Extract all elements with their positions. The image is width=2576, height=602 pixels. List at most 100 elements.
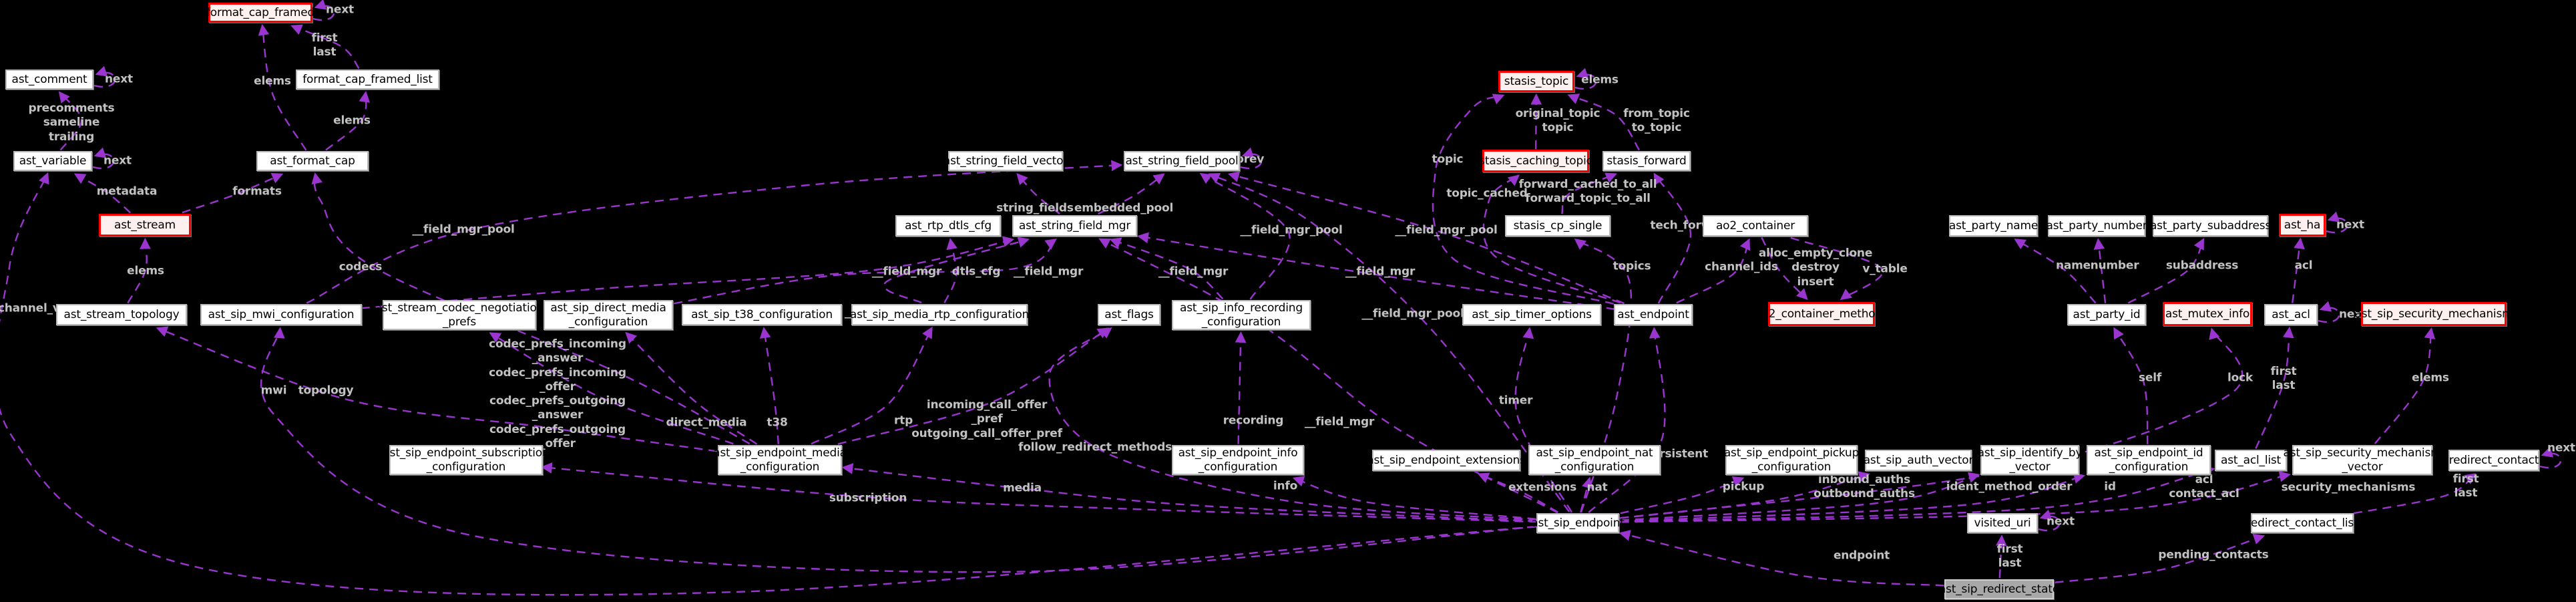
self-loop-ast_acl	[2318, 301, 2340, 323]
edge-label: next	[103, 154, 132, 168]
edge-label: alloc_empty_clone destroy insert	[1758, 247, 1873, 289]
self-loop-format_cap_framed	[312, 0, 335, 21]
node-ast_sip_endpoint_nat_configuration[interactable]: ast_sip_endpoint_nat _configuration	[1528, 445, 1661, 475]
edge-ast_sip_endpoint-to-ast_sip_endpoint_info_configuration	[1292, 476, 1536, 520]
edge-label: formats	[232, 184, 282, 198]
node-ast_acl_list[interactable]: ast_acl_list	[2215, 450, 2287, 471]
edge-ast_sip_endpoint-to-ast_string_field_mgr	[1098, 238, 1558, 514]
node-ast_sip_mwi_configuration[interactable]: ast_sip_mwi_configuration	[200, 304, 362, 325]
node-ast_sip_endpoint_subscription_configuration[interactable]: ast_sip_endpoint_subscription _configura…	[383, 445, 550, 475]
edge-label: next	[2336, 218, 2364, 232]
edge-ast_sip_endpoint-to-ast_sip_mwi_configuration	[260, 327, 1538, 573]
node-ast_party_id[interactable]: ast_party_id	[2067, 304, 2146, 325]
node-ast_sip_t38_configuration[interactable]: ast_sip_t38_configuration	[682, 304, 842, 325]
edge-ast_sip_endpoint-to-ast_acl_list	[1619, 465, 2215, 523]
edge-ast_party_id-to-ast_party_subaddress	[2127, 238, 2205, 304]
node-ast_flags[interactable]: ast_flags	[1098, 304, 1160, 325]
node-ast_sip_identify_by_vector[interactable]: ast_sip_identify_by _vector	[1978, 445, 2083, 475]
self-loop-redirect_contact	[2539, 446, 2562, 468]
node-ast_party_subaddress[interactable]: ast_party_subaddress	[2150, 215, 2271, 237]
edge-label: __field_mgr	[1304, 415, 1375, 429]
edge-label: first last	[311, 31, 338, 59]
node-ast_stream_codec_negotiation_prefs[interactable]: ast_stream_codec_negotiation _prefs	[375, 300, 544, 330]
node-ast_sip_media_rtp_configuration[interactable]: ast_sip_media_rtp_configuration	[850, 304, 1029, 325]
node-stasis_topic[interactable]: stasis_topic	[1498, 71, 1574, 92]
node-ast_comment[interactable]: ast_comment	[5, 69, 93, 90]
edge-ast_format_cap-to-format_cap_framed	[258, 23, 307, 151]
node-ast_string_field_mgr[interactable]: ast_string_field_mgr	[1012, 215, 1137, 237]
edge-label: follow_redirect_methods	[1018, 440, 1172, 454]
node-ast_variable[interactable]: ast_variable	[13, 151, 92, 171]
edge-label: info	[1273, 479, 1298, 493]
node-ast_string_field_vector[interactable]: ast_string_field_vector	[943, 151, 1068, 171]
edge-label: inbound_auths outbound_auths	[1813, 472, 1915, 500]
node-format_cap_framed[interactable]: format_cap_framed	[206, 3, 314, 23]
edge-ast_sip_endpoint-to-ast_variable	[0, 172, 1536, 596]
edge-ast_variable-to-ast_comment	[58, 91, 83, 151]
node-stasis_cp_single[interactable]: stasis_cp_single	[1505, 215, 1611, 237]
node-ast_sip_endpoint_media_configuration[interactable]: ast_sip_endpoint_media _configuration	[713, 445, 847, 475]
edge-ast_sip_info_recording_configuration-to-ast_string_field_mgr	[1109, 237, 1224, 300]
node-ast_sip_endpoint_pickup_configuration[interactable]: ast_sip_endpoint_pickup _configuration	[1724, 445, 1859, 475]
edge-ast_string_field_mgr-to-ast_string_field_vector	[1016, 173, 1060, 214]
edge-label: incoming_call_offer _pref outgoing_call_…	[911, 398, 1062, 440]
node-ast_sip_endpoint[interactable]: ast_sip_endpoint	[1531, 513, 1625, 533]
edge-label: forward_cached_to_all forward_topic_to_a…	[1518, 177, 1657, 205]
edge-label: subaddress	[2165, 259, 2239, 273]
edge-ast_sip_redirect_state-to-ast_sip_endpoint	[1619, 530, 1944, 587]
edge-ast_stream-to-ast_format_cap	[182, 172, 284, 214]
node-ast_stream[interactable]: ast_stream	[99, 214, 191, 237]
node-ast_rtp_dtls_cfg[interactable]: ast_rtp_dtls_cfg	[895, 215, 1001, 237]
node-visited_uri[interactable]: visited_uri	[1967, 513, 2038, 533]
node-ast_ha[interactable]: ast_ha	[2279, 214, 2326, 237]
node-ast_sip_direct_media_configuration[interactable]: ast_sip_direct_media _configuration	[544, 300, 673, 330]
node-ast_sip_endpoint_info_configuration[interactable]: ast_sip_endpoint_info _configuration	[1172, 445, 1304, 475]
node-format_cap_framed_list[interactable]: format_cap_framed_list	[296, 69, 439, 90]
node-ast_sip_security_mechanism[interactable]: ast_sip_security_mechanism	[2355, 302, 2513, 326]
edge-label: from_topic to_topic	[1623, 106, 1690, 134]
node-ast_sip_endpoint_id_configuration[interactable]: ast_sip_endpoint_id _configuration	[2087, 445, 2211, 475]
edge-ast_endpoint-to-stasis_caching_topic	[1482, 174, 1621, 304]
node-ast_format_cap[interactable]: ast_format_cap	[256, 151, 369, 171]
edge-label: topology	[298, 384, 354, 398]
node-ast_sip_security_mechanism_vector[interactable]: ast_sip_security_mechanism _vector	[2284, 445, 2442, 475]
edge-label: next	[326, 3, 354, 17]
edge-ao2_container-to-ao2_container_methods	[1761, 237, 1808, 301]
node-redirect_contact[interactable]: redirect_contact	[2448, 450, 2539, 471]
edge-label: t38	[767, 416, 788, 430]
node-ast_stream_topology[interactable]: ast_stream_topology	[56, 304, 187, 325]
node-ast_mutex_info[interactable]: ast_mutex_info	[2163, 302, 2252, 326]
node-stasis_forward[interactable]: stasis_forward	[1602, 151, 1691, 171]
edge-label: __field_mgr	[1158, 265, 1229, 279]
node-ast_sip_auth_vector[interactable]: ast_sip_auth_vector	[1864, 450, 1973, 471]
node-ast_acl[interactable]: ast_acl	[2264, 304, 2318, 325]
edge-ast_sip_endpoint-to-ast_sip_auth_vector	[1619, 471, 1870, 519]
node-stasis_caching_topic[interactable]: stasis_caching_topic	[1479, 150, 1592, 172]
edge-ast_sip_endpoint-to-ast_sip_endpoint_pickup_configuration	[1620, 476, 1745, 514]
node-ast_sip_timer_options[interactable]: ast_sip_timer_options	[1462, 304, 1601, 325]
node-ast_party_number[interactable]: ast_party_number	[2047, 215, 2147, 237]
node-ast_party_name[interactable]: ast_party_name	[1949, 215, 2038, 237]
edge-ast_sip_endpoint-to-ast_sip_endpoint_subscription_configuration	[540, 462, 1538, 523]
node-ast_sip_info_recording_configuration[interactable]: ast_sip_info_recording _configuration	[1172, 300, 1311, 330]
edge-ast_sip_endpoint-to-ast_sip_identify_by_vector	[1620, 472, 1980, 521]
node-ast_endpoint[interactable]: ast_endpoint	[1614, 304, 1693, 325]
node-ast_string_field_pool[interactable]: ast_string_field_pool	[1124, 151, 1240, 171]
node-ast_sip_redirect_state[interactable]: ast_sip_redirect_state	[1939, 579, 2059, 599]
edge-ast_sip_endpoint_media_configuration-to-ast_format_cap	[311, 172, 750, 445]
edge-label: precomments sameline trailing	[28, 102, 115, 144]
edge-ast_party_id-to-ast_party_number	[2093, 238, 2107, 303]
node-redirect_contact_list[interactable]: redirect_contact_list	[2246, 513, 2358, 533]
edge-ast_endpoint-to-ao2_container	[1676, 238, 1751, 304]
edge-label: lock	[2227, 371, 2253, 385]
node-ast_sip_endpoint_extensions[interactable]: ast_sip_endpoint_extensions	[1367, 450, 1526, 471]
node-ao2_container[interactable]: ao2_container	[1703, 215, 1808, 237]
edge-label: next	[2339, 307, 2367, 321]
edge-stasis_cp_single-to-stasis_forward	[1561, 172, 1617, 214]
edge-ast_sip_mwi_configuration-to-ast_string_field_pool	[306, 160, 1123, 304]
node-ao2_container_methods[interactable]: ao2_container_methods	[1755, 302, 1888, 326]
self-loop-ast_string_field_pool	[1240, 147, 1263, 169]
edge-label: timer	[1498, 394, 1533, 408]
edge-ast_sip_redirect_state-to-visited_uri	[1995, 535, 2007, 579]
